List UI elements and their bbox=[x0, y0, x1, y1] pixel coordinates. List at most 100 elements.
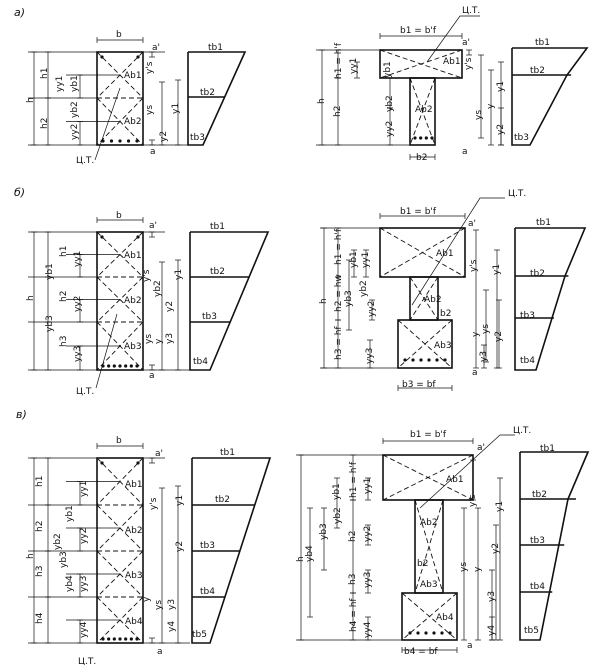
stress-tb2: tb2 bbox=[210, 267, 225, 277]
dim-ys: ys bbox=[474, 110, 484, 120]
rebar-dot bbox=[112, 637, 116, 641]
dim-yb4: yb4 bbox=[65, 575, 75, 592]
dim-yy1: yy1 bbox=[363, 478, 373, 494]
dim-h: h bbox=[26, 97, 36, 103]
dim-yb2: yb2 bbox=[153, 280, 163, 297]
rebar-dot bbox=[448, 631, 452, 635]
area-Ab2: Ab2 bbox=[415, 105, 433, 115]
area-Ab1: Ab1 bbox=[124, 251, 142, 261]
dim-yb4: yb4 bbox=[305, 545, 315, 562]
rebar-dot bbox=[118, 364, 122, 368]
area-Ab4: Ab4 bbox=[125, 617, 143, 627]
dim-y3: y3 bbox=[167, 599, 177, 610]
rebar-dot bbox=[135, 139, 139, 143]
diagonal-dashed bbox=[382, 454, 474, 501]
dim-yb2: yb2 bbox=[359, 280, 369, 297]
stress-diagram bbox=[514, 227, 587, 371]
dim-yb3: yb3 bbox=[319, 523, 329, 540]
dim-h1: h1 bbox=[59, 246, 69, 257]
dim-a: a bbox=[149, 371, 155, 381]
stress-tb5: tb5 bbox=[524, 626, 539, 636]
rebar-dot bbox=[136, 235, 140, 239]
centroid-label: Ц.Т. bbox=[76, 156, 94, 166]
dim-yb2: yb2 bbox=[333, 507, 343, 524]
rebar-dot bbox=[416, 631, 420, 635]
stress-tb3: tb3 bbox=[514, 133, 529, 143]
dim-h3: h3 bbox=[35, 566, 45, 577]
diagonal-dashed bbox=[409, 276, 439, 321]
diagonal-dashed bbox=[409, 77, 436, 146]
dim-ys: ys bbox=[459, 562, 469, 572]
dim-yb3: yb3 bbox=[45, 315, 55, 332]
dim-h3: h3 bbox=[348, 574, 358, 585]
dim-ys: ys bbox=[154, 600, 164, 610]
rebar-dot bbox=[443, 358, 447, 362]
dim-h: h bbox=[319, 298, 329, 304]
rebar-dot bbox=[100, 461, 104, 465]
centroid-leader bbox=[411, 197, 505, 306]
dim-h2: h2 bbox=[333, 106, 343, 117]
dim-a-prime: a' bbox=[155, 449, 163, 459]
rebar-dot bbox=[419, 136, 423, 140]
dim-yy3: yy3 bbox=[365, 348, 375, 364]
web bbox=[409, 77, 436, 146]
rebar-dot bbox=[129, 637, 133, 641]
centroid-leader bbox=[95, 313, 118, 389]
rebar-dot bbox=[124, 364, 128, 368]
dim-yy1: yy1 bbox=[79, 481, 89, 497]
dim-y2: y2 bbox=[165, 301, 175, 312]
rebar-dot bbox=[101, 637, 105, 641]
dim-a-prime: a' bbox=[462, 38, 470, 48]
stress-tb4: tb4 bbox=[520, 356, 535, 366]
dim-h3: h3 = hf bbox=[334, 326, 344, 360]
dim-h2: h2 bbox=[35, 521, 45, 532]
dim-ys: ys bbox=[144, 334, 154, 344]
dim-yb2: yb2 bbox=[53, 533, 63, 550]
dim-h2: h2 bbox=[40, 118, 50, 129]
stress-tb1: tb1 bbox=[208, 43, 223, 53]
area-Ab1: Ab1 bbox=[125, 480, 143, 490]
area-Ab3: Ab3 bbox=[420, 580, 438, 590]
dim-yy1: yy1 bbox=[361, 252, 371, 268]
centroid-leader bbox=[94, 87, 121, 161]
rebar-dot bbox=[424, 136, 428, 140]
dim-h2: h2 = hw bbox=[334, 274, 344, 312]
dim-yb1: yb1 bbox=[349, 251, 359, 268]
centroid-label: Ц.Т. bbox=[76, 387, 94, 397]
dim-h: h bbox=[296, 556, 306, 562]
dim-yy2: yy2 bbox=[70, 124, 80, 140]
dim-ys: ys bbox=[481, 324, 491, 334]
dim-h2: h2 bbox=[348, 531, 358, 542]
stress-tb2: tb2 bbox=[215, 495, 230, 505]
dim-yy2: yy2 bbox=[73, 296, 83, 312]
panel-b: б) b a' a h h1 h2 h3 yb1 yb3 yy1 yy2 yy3… bbox=[14, 186, 551, 397]
dim-yb1: yb1 bbox=[332, 483, 342, 500]
rebar-dot bbox=[430, 136, 434, 140]
diagonal-dashed bbox=[414, 499, 444, 594]
rebar-dot bbox=[411, 358, 415, 362]
dim-b: b bbox=[116, 30, 122, 40]
centroid-label: Ц.Т. bbox=[462, 6, 480, 16]
rectangular-section bbox=[96, 231, 144, 371]
dim-y1: y1 bbox=[492, 264, 502, 275]
area-Ab3: Ab3 bbox=[124, 342, 142, 352]
panel-label: а) bbox=[14, 6, 25, 19]
stress-diagram bbox=[187, 51, 247, 146]
dim-b2: b2 bbox=[417, 559, 428, 569]
rebar-dot bbox=[403, 358, 407, 362]
stress-tb3: tb3 bbox=[520, 311, 535, 321]
rebar-dot bbox=[107, 637, 111, 641]
dim-a-prime: a' bbox=[468, 219, 476, 229]
stress-diagram bbox=[191, 457, 272, 644]
diagonal-dashed bbox=[379, 227, 466, 278]
dim-y1: y1 bbox=[175, 495, 185, 506]
rebar-dot bbox=[408, 631, 412, 635]
stress-tb4: tb4 bbox=[193, 357, 208, 367]
dim-y1: y1 bbox=[495, 501, 505, 512]
dim-ys-prime: y's bbox=[469, 259, 479, 272]
panel-c: в) b a' a h h1 h2 h3 h4 yy1 yb1 yb2 yy2 … bbox=[16, 408, 555, 665]
stress-tb4: tb4 bbox=[530, 582, 545, 592]
stress-tb3: tb3 bbox=[202, 312, 217, 322]
dim-yb1: yb1 bbox=[65, 505, 75, 522]
rebar-dot bbox=[135, 364, 139, 368]
